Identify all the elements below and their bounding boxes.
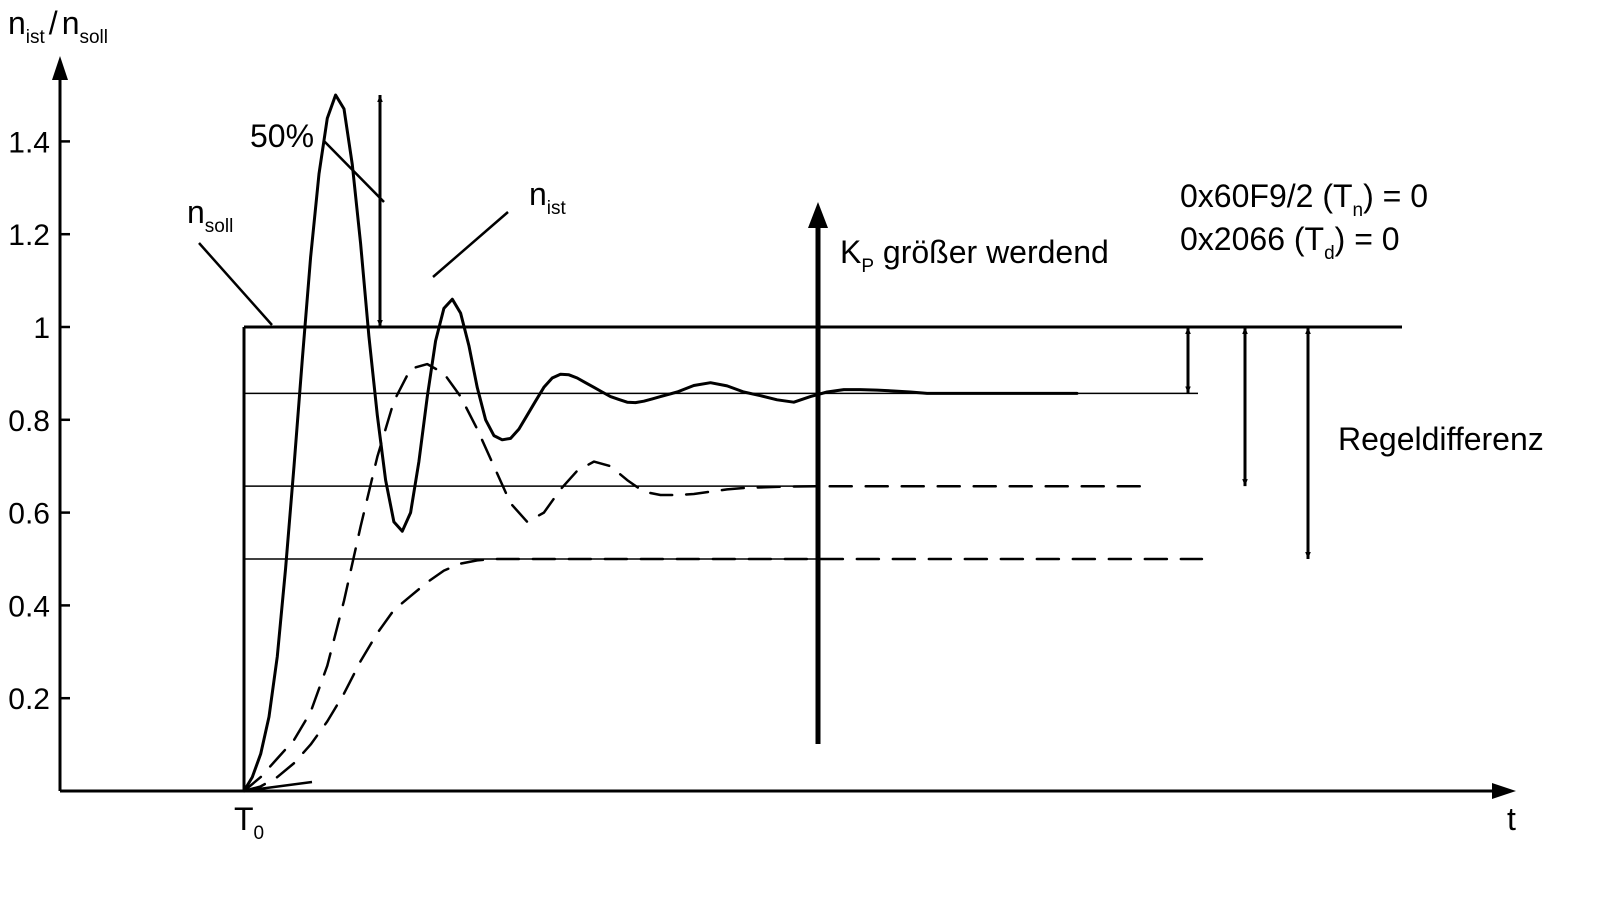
y-tick-label: 0.4 [8, 590, 50, 623]
y-tick-label: 1 [33, 312, 50, 345]
param-tn: 0x60F9/2 (Tn) = 0 [1180, 178, 1428, 221]
y-tick-label: 0.8 [8, 405, 50, 438]
regeldifferenz-label: Regeldifferenz [1338, 421, 1544, 457]
response-curve-2 [242, 362, 1154, 793]
y-tick-label: 1.2 [8, 219, 50, 252]
response-curves [242, 93, 1204, 793]
overshoot-label: 50% [250, 118, 314, 154]
y-axis-ticks: 0.2 0.4 0.6 0.8 1 1.2 1.4 [8, 126, 70, 716]
setpoint-step [242, 325, 1402, 791]
y-axis-arrowhead [52, 56, 68, 80]
y-tick-label: 0.6 [8, 498, 50, 531]
response-curve-3 [242, 557, 1204, 793]
response-curve-1 [242, 93, 1079, 793]
y-tick-label: 1.4 [8, 126, 50, 159]
n-soll-leader [198, 242, 273, 326]
control-difference-arrows [377, 95, 1311, 559]
y-tick-label: 0.2 [8, 683, 50, 716]
n-ist-leader [432, 211, 509, 278]
y-axis-title: nist/nsoll [8, 5, 108, 48]
overshoot-leader [323, 140, 385, 203]
x-axis-arrowhead [1492, 783, 1516, 799]
kp-arrowhead [808, 202, 828, 228]
response-start-stub [243, 780, 313, 793]
param-td: 0x2066 (Td) = 0 [1180, 221, 1400, 264]
n-soll-label: nsoll [187, 194, 233, 237]
kp-label: KP größer werdend [840, 234, 1109, 277]
n-ist-label: nist [529, 176, 567, 219]
t0-label: T0 [234, 801, 264, 844]
x-axis-label: t [1507, 801, 1516, 837]
steady-state-levels [244, 392, 1198, 560]
